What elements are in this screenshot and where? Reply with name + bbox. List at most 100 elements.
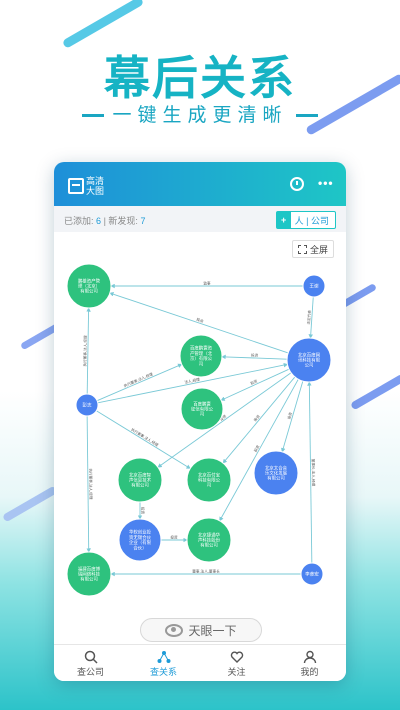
user-icon bbox=[303, 650, 316, 664]
heart-icon bbox=[230, 651, 243, 663]
graph-node-label: 科技有限公 bbox=[198, 477, 221, 484]
graph-node-label: 北京百度网 bbox=[298, 351, 321, 358]
dash-right bbox=[295, 114, 318, 118]
graph-edge-label: 投资 bbox=[251, 352, 259, 357]
tab-label: 查公司 bbox=[76, 667, 104, 677]
graph-node-label: 鹏雄资产管 bbox=[78, 277, 101, 284]
decor-stripe bbox=[350, 373, 400, 411]
eye-icon bbox=[165, 623, 184, 637]
graph-node[interactable]: 彭志 bbox=[75, 393, 99, 417]
graph-edge-label: 投资 bbox=[141, 507, 146, 515]
tianyan-button[interactable]: 天眼一下 bbox=[140, 618, 262, 642]
more-icon[interactable]: ••• bbox=[318, 176, 334, 190]
graph-node[interactable]: 李彦宏 bbox=[300, 562, 324, 586]
graph-edge bbox=[220, 368, 290, 401]
graph-node-label: 彭志 bbox=[82, 402, 92, 409]
graph-node-circle[interactable] bbox=[66, 263, 112, 309]
tab-bar: 查公司 查关系 关注 我的 bbox=[54, 644, 346, 681]
graph-node-label: 有限公司 bbox=[267, 475, 285, 482]
graph-edge bbox=[109, 292, 289, 354]
graph-node-label: 征信有限公 bbox=[191, 406, 214, 413]
add-entity-button[interactable]: + 人 | 公司 bbox=[275, 211, 336, 229]
graph-edge-label: 投资 bbox=[252, 413, 261, 422]
graph-edge bbox=[221, 354, 288, 360]
graph-node-circle[interactable] bbox=[118, 518, 162, 562]
graph-node-label: 有限公司 bbox=[131, 482, 149, 489]
fullscreen-label: 全屏 bbox=[309, 244, 328, 255]
hd-frame-icon[interactable] bbox=[68, 178, 84, 194]
graph-edge bbox=[86, 307, 91, 395]
hd-title[interactable]: 高清大图 bbox=[86, 176, 105, 196]
graph-node-label: 北京捷通华 bbox=[198, 531, 221, 538]
added-label: 已添加: bbox=[64, 216, 94, 226]
graph-node[interactable]: 王谢 bbox=[302, 274, 326, 298]
graph-node-label: 讯科技有限 bbox=[298, 357, 321, 364]
graph-node-label: 资无锡合伙 bbox=[129, 534, 152, 541]
subline-text: 一键生成更清晰 bbox=[112, 105, 288, 126]
found-count: 7 bbox=[140, 216, 146, 226]
graph-node-label: 司 bbox=[200, 412, 204, 418]
graph-edge-label: 投资 bbox=[249, 378, 258, 386]
graph-edge-label: 执行董事,法人,经理 bbox=[88, 468, 93, 499]
graph-edge-label: 投资 bbox=[218, 413, 227, 421]
tab-search-relation[interactable]: 查关系 bbox=[127, 645, 200, 681]
graph-edge-label: 投资 bbox=[196, 317, 205, 324]
graph-edge-label: 董事,法人,董事长 bbox=[192, 569, 220, 574]
relation-graph[interactable]: 监事法定代表执行董事,法人,经理执行董事,法人,经理法人,经理执行董事,法人,经… bbox=[54, 162, 346, 612]
graph-node-circle[interactable] bbox=[179, 334, 223, 378]
graph-node-label: 合伙） bbox=[133, 544, 146, 551]
history-icon[interactable] bbox=[290, 177, 304, 191]
graph-edge bbox=[97, 362, 289, 404]
tab-label: 查关系 bbox=[149, 667, 177, 677]
graph-edge bbox=[222, 376, 296, 464]
graph-node-label: 北京太合音 bbox=[265, 464, 288, 471]
graph-node-circle[interactable] bbox=[66, 551, 112, 597]
tab-follow[interactable]: 关注 bbox=[200, 645, 273, 681]
graph-edge-label: 投资 bbox=[286, 411, 293, 420]
expand-icon bbox=[297, 244, 307, 254]
relation-icon bbox=[157, 651, 170, 663]
graph-node-label: 北京百度智 bbox=[129, 471, 151, 478]
add-entity-label: 人 | 公司 bbox=[294, 215, 329, 226]
found-label: 新发现: bbox=[108, 216, 138, 226]
graph-edge-label: 投资 bbox=[252, 444, 260, 453]
graph-edge bbox=[96, 410, 191, 469]
graph-node-circle[interactable] bbox=[186, 457, 232, 503]
stat-bar: 已添加: 6 | 新发现: 7 + 人 | 公司 bbox=[54, 206, 346, 232]
graph-node-circle[interactable] bbox=[253, 450, 299, 496]
subline: 一键生成更清晰 bbox=[0, 100, 400, 127]
graph-node-circle[interactable] bbox=[286, 337, 332, 383]
graph-edge bbox=[307, 381, 313, 564]
graph-node-label: 北京百付宝 bbox=[198, 471, 221, 478]
graph-edge-label: 执行董事,法人,经理 bbox=[130, 427, 159, 448]
graph-node-label: 声信息技术 bbox=[129, 477, 152, 484]
graph-node-circle[interactable] bbox=[186, 517, 232, 563]
tianyan-label: 天眼一下 bbox=[188, 623, 237, 638]
graph-node-circle[interactable] bbox=[117, 457, 163, 503]
graph-node-label: 百度鹏寰 bbox=[193, 400, 211, 407]
graph-edge-label: 执行董事,法人,经理 bbox=[123, 371, 154, 388]
graph-edge bbox=[219, 379, 299, 522]
graph-node-circle[interactable] bbox=[302, 274, 326, 298]
top-bar: 高清大图 ••• bbox=[54, 162, 346, 206]
graph-node-label: 瑞网络科技 bbox=[78, 571, 101, 578]
tab-search-company[interactable]: 查公司 bbox=[54, 645, 127, 681]
graph-edge-label: 董事长,法人,经理 bbox=[311, 459, 316, 487]
graph-node-circle[interactable] bbox=[75, 393, 99, 417]
fullscreen-button[interactable]: 全屏 bbox=[292, 240, 334, 258]
graph-node-circle[interactable] bbox=[300, 562, 324, 586]
plus-icon: + bbox=[276, 212, 291, 228]
graph-node-label: 企业（有限 bbox=[129, 539, 152, 546]
graph-node-circle[interactable] bbox=[180, 387, 224, 431]
tab-mine[interactable]: 我的 bbox=[273, 645, 346, 681]
